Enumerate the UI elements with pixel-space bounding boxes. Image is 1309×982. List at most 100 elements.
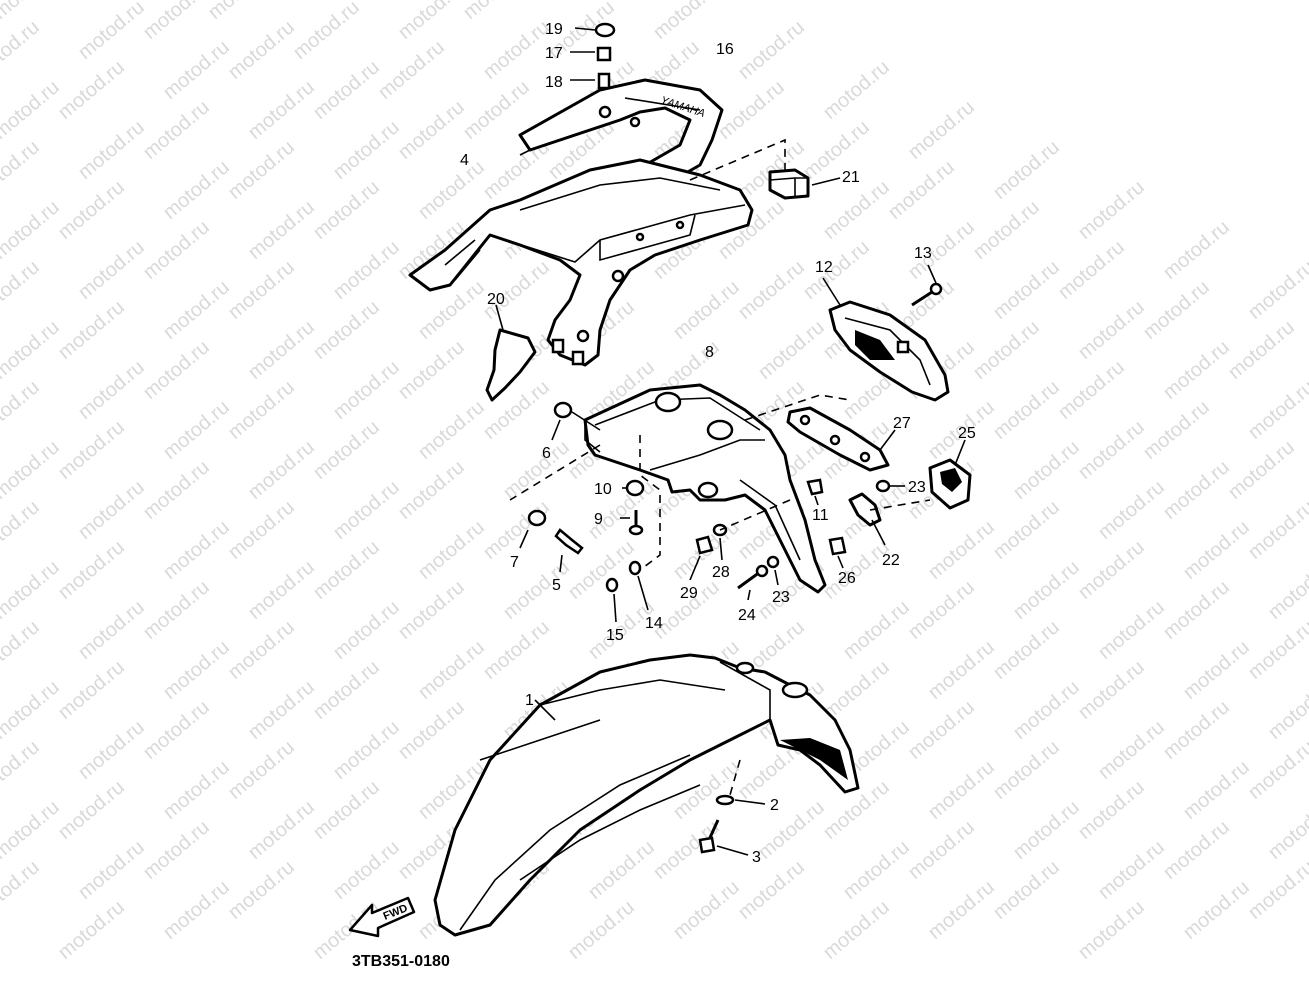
watermark-text: motod.ru — [459, 0, 534, 24]
watermark-text: motod.ru — [1159, 216, 1234, 284]
watermark-text: motod.ru — [1074, 536, 1149, 604]
rear-fender-part — [433, 653, 860, 937]
watermark-text: motod.ru — [924, 756, 999, 824]
watermark-text: motod.ru — [1264, 556, 1309, 624]
watermark-text: motod.ru — [224, 736, 299, 804]
watermark-text: motod.ru — [54, 776, 129, 844]
watermark-text: motod.ru — [329, 836, 404, 904]
watermark-text: motod.ru — [139, 456, 214, 524]
watermark-text: motod.ru — [669, 876, 744, 944]
watermark-text: motod.ru — [0, 196, 64, 264]
watermark-text: motod.ru — [1244, 616, 1309, 684]
watermark-text: motod.ru — [1244, 736, 1309, 804]
screw-part-13 — [911, 264, 943, 307]
watermark-text: motod.ru — [1139, 276, 1214, 344]
watermark-text: motod.ru — [564, 896, 639, 964]
callout-label-2: 2 — [770, 797, 779, 814]
watermark-text: motod.ru — [414, 636, 489, 704]
watermark-text: motod.ru — [74, 596, 149, 664]
watermark-text: motod.ru — [884, 156, 959, 224]
watermark-text: motod.ru — [244, 196, 319, 264]
watermark-text: motod.ru — [139, 816, 214, 884]
watermark-text: motod.ru — [989, 736, 1064, 804]
watermark-text: motod.ru — [989, 616, 1064, 684]
watermark-text: motod.ru — [159, 276, 234, 344]
watermark-text: motod.ru — [1009, 556, 1084, 624]
watermark-text: motod.ru — [54, 176, 129, 244]
watermark-text: motod.ru — [0, 616, 44, 684]
taillight-cover-part — [822, 277, 950, 402]
watermark-text: motod.ru — [1009, 436, 1084, 504]
watermark-text: motod.ru — [394, 96, 469, 164]
drawing-code: 3TB351-0180 — [352, 953, 450, 970]
callout-label-23b: 23 — [772, 589, 790, 606]
watermark-text: motod.ru — [394, 336, 469, 404]
watermark-text: motod.ru — [309, 56, 384, 124]
watermark-text: motod.ru — [1264, 676, 1309, 744]
watermark-text: motod.ru — [224, 616, 299, 684]
watermark-text: motod.ru — [244, 76, 319, 144]
watermark-text: motod.ru — [1179, 756, 1254, 824]
callout-label-4: 4 — [460, 152, 469, 169]
watermark-text: motod.ru — [309, 536, 384, 604]
callout-label-20: 20 — [487, 291, 505, 308]
watermark-text: motod.ru — [244, 556, 319, 624]
callout-label-15: 15 — [606, 627, 624, 644]
watermark-text: motod.ru — [54, 296, 129, 364]
watermark-text: motod.ru — [1074, 656, 1149, 724]
watermark-text: motod.ru — [329, 716, 404, 784]
watermark-text: motod.ru — [479, 16, 554, 84]
watermark-text: motod.ru — [0, 676, 64, 744]
watermark-text: motod.ru — [0, 736, 44, 804]
watermark-text: motod.ru — [309, 296, 384, 364]
callout-label-12: 12 — [815, 259, 833, 276]
reflector-bracket-part — [848, 492, 886, 546]
watermark-text: motod.ru — [0, 496, 44, 564]
watermark-text: motod.ru — [0, 436, 64, 504]
watermark-text: motod.ru — [1074, 896, 1149, 964]
watermark-text: motod.ru — [479, 616, 554, 684]
callout-label-28: 28 — [712, 564, 730, 581]
watermark-text: motod.ru — [584, 836, 659, 904]
hardware-group — [519, 22, 905, 856]
watermark-text: motod.ru — [1224, 436, 1299, 504]
callout-label-19: 19 — [545, 21, 563, 38]
watermark-text: motod.ru — [714, 76, 789, 144]
callout-label-22: 22 — [882, 552, 900, 569]
watermark-text: motod.ru — [989, 136, 1064, 204]
callout-label-16: 16 — [716, 41, 734, 58]
watermark-text: motod.ru — [989, 376, 1064, 444]
watermark-text: motod.ru — [329, 356, 404, 424]
watermark-text: motod.ru — [989, 496, 1064, 564]
watermark-text: motod.ru — [74, 0, 149, 64]
watermark-text: motod.ru — [1139, 396, 1214, 464]
callout-label-8: 8 — [705, 344, 714, 361]
watermark-text: motod.ru — [414, 516, 489, 584]
watermark-text: motod.ru — [329, 596, 404, 664]
watermark-text: motod.ru — [54, 536, 129, 604]
callout-label-3: 3 — [752, 849, 761, 866]
watermark-text: motod.ru — [329, 476, 404, 544]
watermark-text: motod.ru — [244, 436, 319, 504]
watermark-text: motod.ru — [309, 776, 384, 844]
watermark-text: motod.ru — [414, 396, 489, 464]
callout-label-23a: 23 — [908, 479, 926, 496]
watermark-text: motod.ru — [734, 856, 809, 924]
watermark-text: motod.ru — [969, 196, 1044, 264]
watermark-text: motod.ru — [74, 476, 149, 544]
callout-label-17: 17 — [545, 45, 563, 62]
tail-cowl-part — [408, 158, 754, 367]
watermark-text: motod.ru — [139, 576, 214, 644]
callout-label-14: 14 — [645, 615, 663, 632]
watermark-text: motod.ru — [904, 816, 979, 884]
watermark-text: motod.ru — [924, 516, 999, 584]
watermark-text: motod.ru — [139, 696, 214, 764]
watermark-text: motod.ru — [159, 36, 234, 104]
watermark-text: motod.ru — [1179, 876, 1254, 944]
watermark-text: motod.ru — [159, 636, 234, 704]
watermark-text: motod.ru — [0, 136, 44, 204]
watermark-text: motod.ru — [159, 516, 234, 584]
watermark-text: motod.ru — [394, 576, 469, 644]
watermark-text: motod.ru — [1054, 356, 1129, 424]
